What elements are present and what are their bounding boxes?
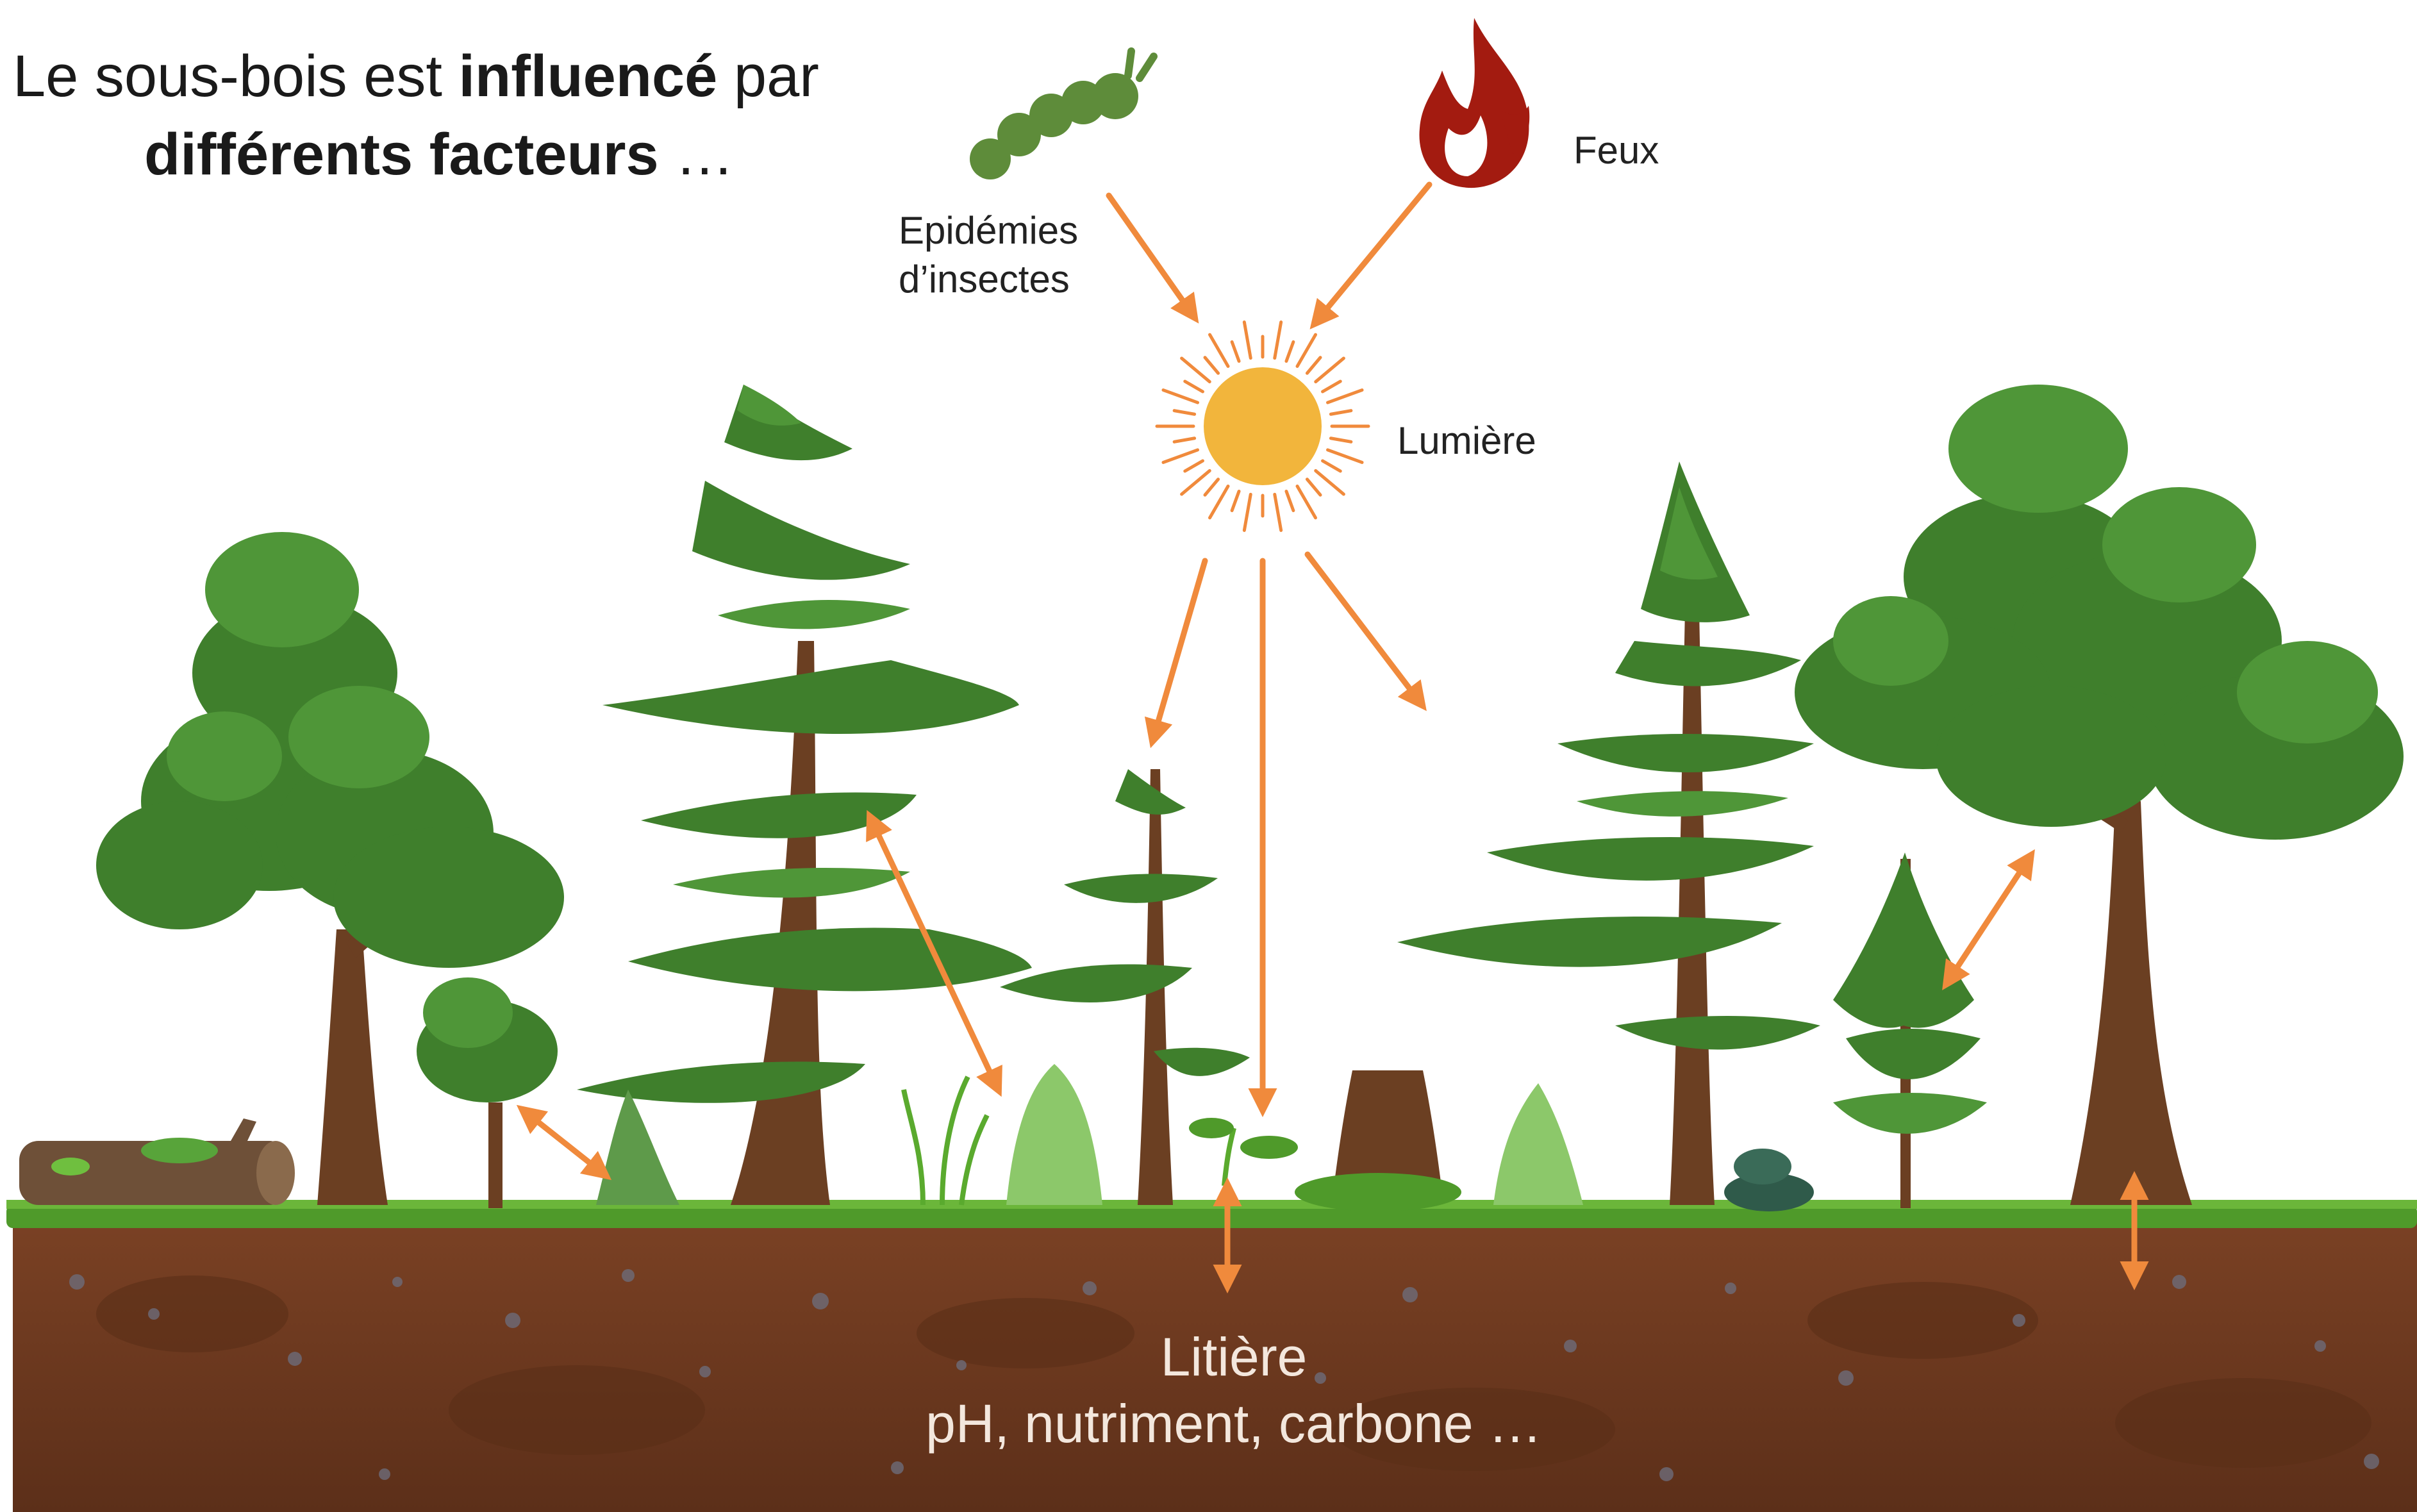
caterpillar-icon	[970, 51, 1154, 179]
sun-ray	[1331, 438, 1351, 442]
light-label: Lumière	[1397, 417, 1536, 465]
diagram-title: Le sous-bois est influencé par différent…	[13, 37, 819, 194]
soil-properties-label: pH, nutriment, carbone …	[769, 1390, 1699, 1457]
sun-ray	[1174, 438, 1195, 442]
sun-ray	[1232, 491, 1239, 510]
sun-ray	[1331, 411, 1351, 415]
sun-ray	[1307, 358, 1320, 374]
litter-label: Litière	[769, 1324, 1699, 1390]
title-text: par	[717, 44, 819, 109]
sun-ray	[1307, 479, 1320, 495]
sprouts	[904, 1077, 987, 1205]
soil-text: Litière pH, nutriment, carbone …	[769, 1324, 1699, 1457]
arrow-icon	[1317, 185, 1429, 320]
fern-middle	[1006, 1064, 1102, 1205]
sun-ray	[1205, 479, 1218, 495]
sun-ray	[1210, 335, 1229, 366]
dark-shrub	[1724, 1149, 1814, 1211]
sun-ray	[1297, 486, 1316, 518]
fern-left	[596, 1090, 679, 1205]
sun-ray	[1323, 381, 1341, 392]
sun-ray	[1327, 390, 1362, 403]
sun-ray	[1316, 470, 1344, 494]
arrow-icon	[526, 1112, 602, 1173]
arrow-icon	[1948, 859, 2029, 981]
spruce-tree	[1397, 461, 1820, 1205]
sun-ray	[1286, 491, 1293, 510]
small-tree	[417, 977, 558, 1208]
title-text: Le sous-bois est	[13, 44, 458, 109]
sun-ray	[1205, 358, 1218, 374]
sun-ray	[1182, 358, 1210, 382]
sun-icon	[1157, 322, 1368, 531]
sun-ray	[1232, 342, 1239, 361]
sun-ray	[1185, 381, 1203, 392]
arrow-icon	[1109, 195, 1192, 314]
broadleaf-tree-right	[1795, 385, 2404, 1205]
sun-ray	[1327, 450, 1362, 462]
tree-stump	[1295, 1070, 1461, 1211]
sun-ray	[1163, 390, 1198, 403]
arrow-icon	[1154, 561, 1205, 737]
title-bold: différents facteurs	[144, 122, 659, 187]
sun-ray	[1297, 335, 1316, 366]
sun-ray	[1323, 461, 1341, 471]
title-bold: influencé	[458, 44, 717, 109]
sun-ray	[1182, 470, 1210, 494]
sun-ray	[1174, 411, 1195, 415]
sun-ray	[1244, 494, 1250, 530]
arrow-icon	[1308, 554, 1420, 702]
flame-icon	[1419, 18, 1529, 188]
sun-ray	[1286, 342, 1293, 361]
fire-label: Feux	[1574, 126, 1659, 175]
seedling	[1189, 1118, 1298, 1186]
sun-ray	[1244, 322, 1250, 358]
sun-ray	[1163, 450, 1198, 462]
sun-ray	[1185, 461, 1203, 471]
sun-ray	[1275, 322, 1281, 358]
small-spruce-tree	[1833, 852, 1987, 1208]
fallen-log	[19, 1118, 295, 1205]
insects-label-line: d’insectes	[899, 255, 1078, 304]
sun-ray	[1210, 486, 1229, 518]
insects-label-line: Epidémies	[899, 206, 1078, 255]
fern-right-center	[1493, 1083, 1583, 1205]
title-text: …	[659, 122, 735, 187]
sun-ray	[1275, 494, 1281, 530]
insects-label: Epidémies d’insectes	[899, 206, 1078, 304]
sun-ray	[1316, 358, 1344, 382]
